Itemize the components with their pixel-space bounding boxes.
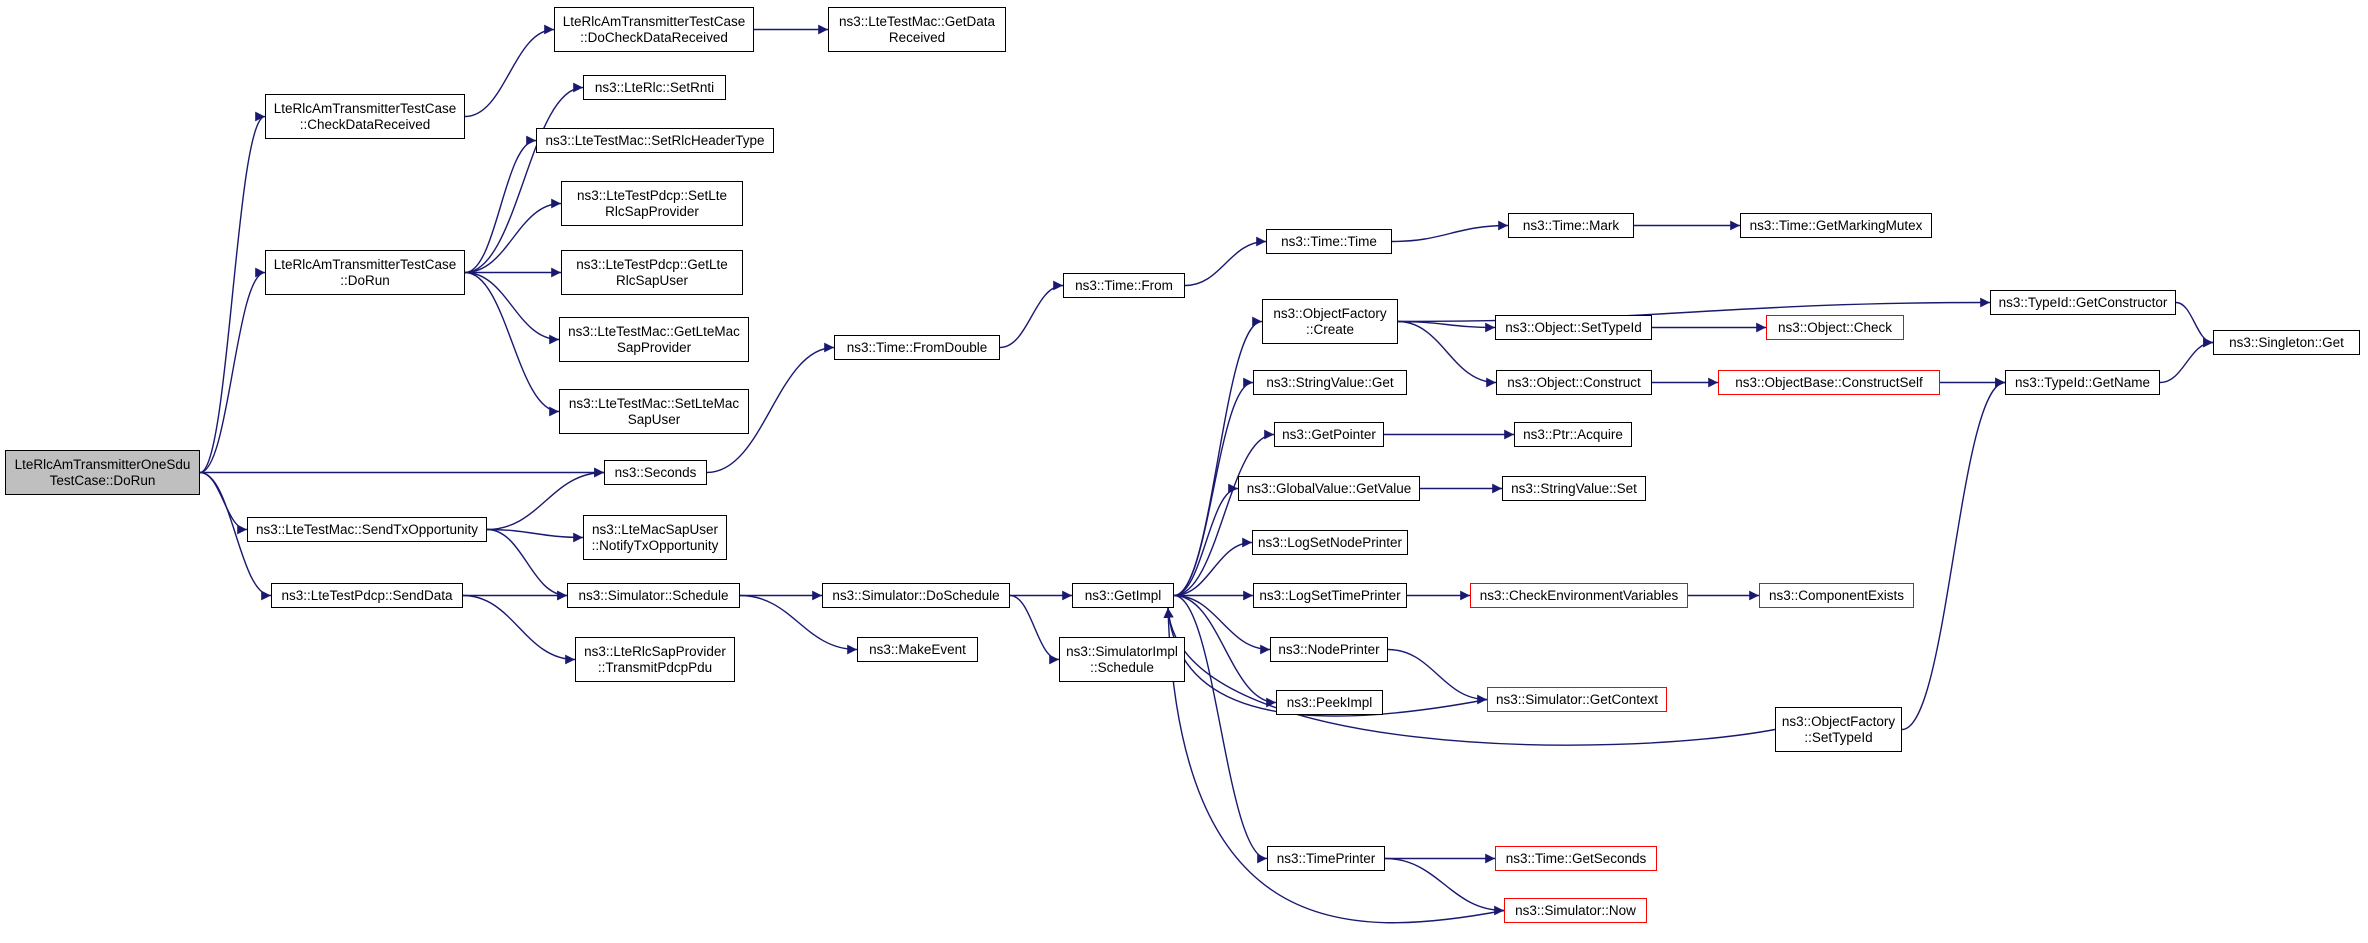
edge-n0-n2 — [199, 267, 266, 474]
node-rlc-am-transmitter-one-sdu-dorun: LteRlcAmTransmitterOneSdu TestCase::DoRu… — [5, 450, 200, 495]
node-set-rlc-header-type[interactable]: ns3::LteTestMac::SetRlcHeaderType — [536, 128, 774, 153]
node-rlc-am-transmitter-dorun[interactable]: LteRlcAmTransmitterTestCase ::DoRun — [265, 250, 465, 295]
edge-n20-n23 — [739, 594, 858, 655]
node-get-lte-rlc-sap-user[interactable]: ns3::LteTestPdcp::GetLte RlcSapUser — [561, 250, 743, 295]
edge-n24-n34 — [1173, 594, 1268, 864]
edge-n24-n30 — [1173, 537, 1253, 597]
node-notify-tx-opportunity[interactable]: ns3::LteMacSapUser ::NotifyTxOpportunity — [583, 515, 727, 560]
node-get-lte-mac-sap-provider[interactable]: ns3::LteTestMac::GetLteMac SapProvider — [559, 317, 749, 362]
edge-n24-n33 — [1173, 594, 1277, 708]
node-object-factory-create[interactable]: ns3::ObjectFactory ::Create — [1262, 299, 1398, 344]
node-make-event[interactable]: ns3::MakeEvent — [857, 637, 978, 662]
node-transmit-pdcp-pdu[interactable]: ns3::LteRlcSapProvider ::TransmitPdcpPdu — [575, 637, 735, 682]
node-time-time[interactable]: ns3::Time::Time — [1266, 229, 1392, 254]
edge-n49-n24 — [1163, 607, 1505, 924]
edge-n26-n37 — [1397, 320, 1497, 388]
node-string-value-get[interactable]: ns3::StringValue::Get — [1253, 370, 1407, 395]
edge-n24-n27 — [1173, 377, 1254, 597]
node-object-check[interactable]: ns3::Object::Check — [1766, 315, 1904, 340]
node-get-pointer[interactable]: ns3::GetPointer — [1274, 422, 1384, 447]
node-log-set-time-printer[interactable]: ns3::LogSetTimePrinter — [1253, 583, 1407, 608]
node-time-from[interactable]: ns3::Time::From — [1063, 273, 1185, 298]
node-time-get-seconds[interactable]: ns3::Time::GetSeconds — [1495, 846, 1657, 871]
node-global-value-get-value[interactable]: ns3::GlobalValue::GetValue — [1238, 476, 1420, 501]
node-log-set-node-printer[interactable]: ns3::LogSetNodePrinter — [1252, 530, 1408, 555]
node-object-factory-set-type-id[interactable]: ns3::ObjectFactory ::SetTypeId — [1775, 707, 1902, 752]
node-do-check-data-received[interactable]: LteRlcAmTransmitterTestCase ::DoCheckDat… — [554, 7, 754, 52]
node-set-rnti[interactable]: ns3::LteRlc::SetRnti — [583, 75, 726, 100]
node-time-from-double[interactable]: ns3::Time::FromDouble — [834, 335, 1000, 360]
node-object-base-construct-self[interactable]: ns3::ObjectBase::ConstructSelf — [1718, 370, 1940, 395]
node-type-id-get-constructor[interactable]: ns3::TypeId::GetConstructor — [1990, 290, 2176, 315]
edge-n4-n19 — [486, 528, 584, 543]
edge-n24-n29 — [1173, 483, 1239, 597]
edge-n2-n13 — [464, 271, 560, 417]
edge-n40-n41 — [2159, 337, 2214, 384]
node-type-id-get-name[interactable]: ns3::TypeId::GetName — [2005, 370, 2160, 395]
node-time-get-marking-mutex[interactable]: ns3::Time::GetMarkingMutex — [1740, 213, 1932, 238]
node-time-mark[interactable]: ns3::Time::Mark — [1508, 213, 1634, 238]
edge-n4-n20 — [486, 528, 568, 601]
node-object-construct[interactable]: ns3::Object::Construct — [1496, 370, 1652, 395]
node-simulator-get-context[interactable]: ns3::Simulator::GetContext — [1487, 687, 1667, 712]
node-send-data[interactable]: ns3::LteTestPdcp::SendData — [271, 583, 463, 608]
node-seconds[interactable]: ns3::Seconds — [604, 460, 707, 485]
node-string-value-set[interactable]: ns3::StringValue::Set — [1502, 476, 1646, 501]
edge-n39-n41 — [2175, 301, 2214, 348]
node-object-set-type-id[interactable]: ns3::Object::SetTypeId — [1495, 315, 1652, 340]
node-ptr-acquire[interactable]: ns3::Ptr::Acquire — [1514, 422, 1632, 447]
node-simulator-impl-schedule[interactable]: ns3::SimulatorImpl ::Schedule — [1059, 637, 1185, 682]
edge-n34-n49 — [1384, 857, 1505, 916]
edge-n24-n26 — [1173, 316, 1263, 597]
edge-n0-n1 — [199, 111, 266, 474]
edge-n15-n16 — [1184, 236, 1267, 287]
edge-n0-n5 — [199, 471, 272, 601]
edge-n2-n12 — [464, 271, 560, 345]
edge-n24-n28 — [1173, 429, 1275, 597]
edge-n22-n25 — [1009, 594, 1060, 665]
node-singleton-get[interactable]: ns3::Singleton::Get — [2213, 330, 2360, 355]
node-set-lte-rlc-sap-provider[interactable]: ns3::LteTestPdcp::SetLte RlcSapProvider — [561, 181, 743, 226]
edge-n47-n24 — [1163, 607, 1776, 746]
node-get-impl[interactable]: ns3::GetImpl — [1072, 583, 1174, 608]
edge-n32-n46 — [1387, 648, 1488, 705]
edge-n14-n15 — [999, 280, 1064, 349]
edge-n3-n14 — [706, 342, 835, 474]
edge-n1-n6 — [464, 24, 555, 118]
edge-n4-n3 — [486, 467, 605, 531]
node-component-exists[interactable]: ns3::ComponentExists — [1759, 583, 1914, 608]
node-set-lte-mac-sap-user[interactable]: ns3::LteTestMac::SetLteMac SapUser — [559, 389, 749, 434]
node-time-printer[interactable]: ns3::TimePrinter — [1267, 846, 1385, 871]
node-send-tx-opportunity[interactable]: ns3::LteTestMac::SendTxOpportunity — [247, 517, 487, 542]
node-simulator-do-schedule[interactable]: ns3::Simulator::DoSchedule — [822, 583, 1010, 608]
edge-n2-n10 — [464, 198, 562, 274]
edge-n2-n8 — [464, 82, 584, 274]
node-simulator-now[interactable]: ns3::Simulator::Now — [1504, 898, 1647, 923]
node-check-environment-variables[interactable]: ns3::CheckEnvironmentVariables — [1470, 583, 1688, 608]
edge-n5-n21 — [462, 594, 576, 665]
edge-n47-n40 — [1901, 377, 2006, 731]
node-check-data-received[interactable]: LteRlcAmTransmitterTestCase ::CheckDataR… — [265, 94, 465, 139]
edge-n24-n32 — [1173, 594, 1271, 655]
edge-n16-n17 — [1391, 220, 1509, 243]
node-node-printer[interactable]: ns3::NodePrinter — [1270, 637, 1388, 662]
node-simulator-schedule[interactable]: ns3::Simulator::Schedule — [567, 583, 740, 608]
node-peek-impl[interactable]: ns3::PeekImpl — [1276, 690, 1383, 715]
node-get-data-received[interactable]: ns3::LteTestMac::GetData Received — [828, 7, 1006, 52]
edge-n2-n9 — [464, 135, 537, 274]
